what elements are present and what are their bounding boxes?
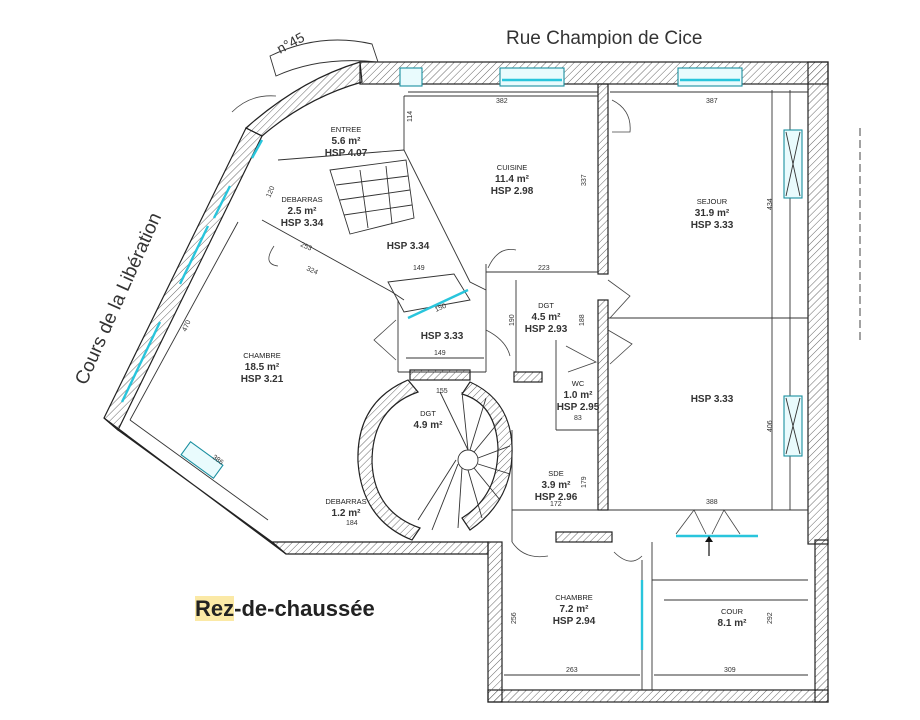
dimension-label: 190 bbox=[509, 314, 516, 326]
entry-staircase bbox=[329, 159, 471, 313]
room-wc: WC 1.0 m² HSP 2.95 bbox=[557, 379, 600, 413]
svg-text:CHAMBRE: CHAMBRE bbox=[555, 593, 593, 602]
svg-text:DGT: DGT bbox=[420, 409, 436, 418]
level-title-highlight: Rez bbox=[195, 596, 235, 621]
dimension-label: 470 bbox=[181, 319, 192, 333]
room-debarras-lower: DEBARRAS 1.2 m² bbox=[325, 497, 366, 519]
svg-text:SEJOUR: SEJOUR bbox=[697, 197, 728, 206]
room-cour: COUR 8.1 m² bbox=[718, 607, 748, 629]
street-number-arc bbox=[269, 39, 379, 77]
dimension-label: 256 bbox=[511, 612, 518, 624]
dimension-label: 179 bbox=[581, 476, 588, 488]
dimension-label: 292 bbox=[767, 612, 774, 624]
dimension-label: 149 bbox=[413, 265, 425, 272]
svg-text:CHAMBRE: CHAMBRE bbox=[243, 351, 281, 360]
room-entree: ENTREE 5.6 m² HSP 4.07 bbox=[325, 125, 368, 159]
stair-treads bbox=[417, 391, 511, 531]
dimension-label: 406 bbox=[767, 420, 774, 432]
room-sejour: SEJOUR 31.9 m² HSP 3.33 bbox=[691, 197, 734, 231]
svg-text:HSP 4.07: HSP 4.07 bbox=[325, 148, 368, 159]
svg-text:HSP 3.33: HSP 3.33 bbox=[691, 394, 734, 405]
svg-text:HSP 3.33: HSP 3.33 bbox=[691, 220, 734, 231]
svg-text:7.2 m²: 7.2 m² bbox=[560, 604, 590, 615]
svg-text:HSP 3.34: HSP 3.34 bbox=[387, 241, 430, 252]
dimension-label: 155 bbox=[436, 388, 448, 395]
room-sde: SDE 3.9 m² HSP 2.96 bbox=[535, 469, 578, 503]
dimension-label: 309 bbox=[724, 667, 736, 674]
dimension-labels: 382 387 114 337 434 120 253 324 470 149 … bbox=[181, 91, 808, 676]
dimension-label: 253 bbox=[299, 241, 313, 252]
room-salon: HSP 3.33 bbox=[691, 394, 734, 405]
dimension-label: 149 bbox=[434, 350, 446, 357]
svg-text:HSP 3.34: HSP 3.34 bbox=[281, 218, 324, 229]
room-chambre-main: CHAMBRE 18.5 m² HSP 3.21 bbox=[241, 351, 284, 385]
svg-text:HSP 3.33: HSP 3.33 bbox=[421, 331, 464, 342]
svg-text:18.5 m²: 18.5 m² bbox=[245, 362, 280, 373]
svg-text:CUISINE: CUISINE bbox=[497, 163, 527, 172]
room-cuisine: CUISINE 11.4 m² HSP 2.98 bbox=[491, 163, 534, 197]
windows bbox=[120, 67, 803, 650]
room-dgt-upper: DGT 4.5 m² HSP 2.93 bbox=[525, 301, 568, 335]
dimension-label: 324 bbox=[305, 265, 319, 276]
svg-text:5.6 m²: 5.6 m² bbox=[332, 136, 362, 147]
svg-text:HSP 2.98: HSP 2.98 bbox=[491, 186, 534, 197]
level-title-rest: -de-chaussée bbox=[234, 596, 375, 621]
dimension-label: 83 bbox=[574, 415, 582, 422]
room-landing: HSP 3.33 bbox=[421, 331, 464, 342]
room-stair-upper: HSP 3.34 bbox=[387, 241, 430, 252]
svg-text:4.5 m²: 4.5 m² bbox=[532, 312, 562, 323]
svg-text:COUR: COUR bbox=[721, 607, 744, 616]
dimension-label: 172 bbox=[550, 501, 562, 508]
svg-text:WC: WC bbox=[572, 379, 585, 388]
dimension-label: 337 bbox=[581, 174, 588, 186]
svg-text:1.2 m²: 1.2 m² bbox=[332, 508, 362, 519]
doors bbox=[231, 95, 741, 562]
svg-text:HSP 2.96: HSP 2.96 bbox=[535, 492, 578, 503]
dimension-label: 114 bbox=[407, 111, 414, 122]
dimension-label: 120 bbox=[265, 185, 276, 199]
svg-text:11.4 m²: 11.4 m² bbox=[495, 174, 530, 185]
svg-text:4.9 m²: 4.9 m² bbox=[414, 420, 444, 431]
svg-text:SDE: SDE bbox=[548, 469, 563, 478]
svg-text:HSP 2.94: HSP 2.94 bbox=[553, 616, 596, 627]
dimension-label: 387 bbox=[706, 98, 718, 105]
svg-text:DGT: DGT bbox=[538, 301, 554, 310]
dimension-label: 150 bbox=[434, 303, 448, 314]
svg-text:HSP 2.95: HSP 2.95 bbox=[557, 402, 600, 413]
svg-text:3.9 m²: 3.9 m² bbox=[542, 480, 572, 491]
svg-text:2.5 m²: 2.5 m² bbox=[288, 206, 318, 217]
svg-text:1.0 m²: 1.0 m² bbox=[564, 390, 594, 401]
dimension-label: 434 bbox=[767, 198, 774, 210]
svg-text:DEBARRAS: DEBARRAS bbox=[281, 195, 322, 204]
interior-walls bbox=[129, 83, 808, 690]
dimension-label: 188 bbox=[579, 314, 586, 326]
level-title: Rez-de-chaussée bbox=[195, 596, 375, 622]
dimension-label: 263 bbox=[566, 667, 578, 674]
svg-text:ENTREE: ENTREE bbox=[331, 125, 361, 134]
svg-text:31.9 m²: 31.9 m² bbox=[695, 208, 730, 219]
dimension-label: 382 bbox=[496, 98, 508, 105]
svg-text:8.1 m²: 8.1 m² bbox=[718, 618, 748, 629]
dimension-label: 184 bbox=[346, 520, 358, 527]
svg-text:HSP 2.93: HSP 2.93 bbox=[525, 324, 568, 335]
svg-text:DEBARRAS: DEBARRAS bbox=[325, 497, 366, 506]
svg-text:HSP 3.21: HSP 3.21 bbox=[241, 374, 284, 385]
room-chambre-small: CHAMBRE 7.2 m² HSP 2.94 bbox=[553, 593, 596, 627]
dimension-label: 388 bbox=[706, 499, 718, 506]
street-north-label: Rue Champion de Cice bbox=[506, 28, 702, 49]
room-dgt-stair: DGT 4.9 m² bbox=[414, 409, 444, 431]
dimension-label: 223 bbox=[538, 265, 550, 272]
room-debarras-upper: DEBARRAS 2.5 m² HSP 3.34 bbox=[281, 195, 324, 229]
spiral-staircase bbox=[357, 369, 513, 541]
